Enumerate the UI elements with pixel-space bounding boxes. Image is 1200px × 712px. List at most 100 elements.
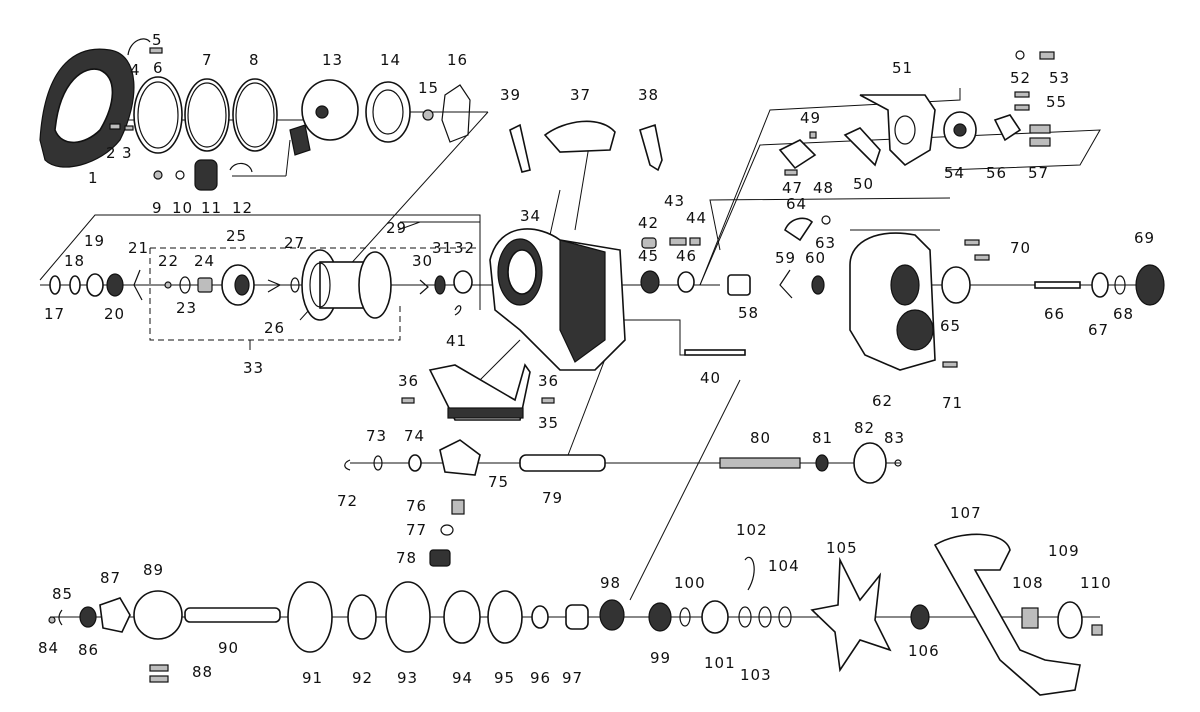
part-label: 23 bbox=[176, 299, 198, 317]
part-label: 110 bbox=[1080, 574, 1112, 592]
part-label: 2 bbox=[106, 144, 117, 162]
part-label: 58 bbox=[738, 304, 760, 322]
part-label: 35 bbox=[538, 414, 560, 432]
part-label: 17 bbox=[44, 305, 66, 323]
part-label: 93 bbox=[397, 669, 419, 687]
part-label: 86 bbox=[78, 641, 100, 659]
part-label: 25 bbox=[226, 227, 248, 245]
part-label: 63 bbox=[815, 234, 837, 252]
part-label: 51 bbox=[892, 59, 914, 77]
part-label: 20 bbox=[104, 305, 126, 323]
part-label: 67 bbox=[1088, 321, 1110, 339]
part-label: 59 bbox=[775, 249, 797, 267]
part-label: 43 bbox=[664, 192, 686, 210]
part-label: 55 bbox=[1046, 93, 1068, 111]
part-label: 27 bbox=[284, 234, 306, 252]
part-label: 47 bbox=[782, 179, 804, 197]
part-label: 107 bbox=[950, 504, 982, 522]
part-label: 36 bbox=[398, 372, 420, 390]
part-label: 70 bbox=[1010, 239, 1032, 257]
part-label: 26 bbox=[264, 319, 286, 337]
part-label: 36 bbox=[538, 372, 560, 390]
part-label: 6 bbox=[153, 59, 164, 77]
part-label: 96 bbox=[530, 669, 552, 687]
part-label: 83 bbox=[884, 429, 906, 447]
part-label: 41 bbox=[446, 332, 468, 350]
part-label: 39 bbox=[500, 86, 522, 104]
part-label: 44 bbox=[686, 209, 708, 227]
part-label: 68 bbox=[1113, 305, 1135, 323]
part-label: 75 bbox=[488, 473, 510, 491]
part-label: 13 bbox=[322, 51, 344, 69]
part-label: 30 bbox=[412, 252, 434, 270]
part-label: 19 bbox=[84, 232, 106, 250]
part-label: 105 bbox=[826, 539, 858, 557]
part-label: 77 bbox=[406, 521, 428, 539]
part-label: 57 bbox=[1028, 164, 1050, 182]
part-label: 66 bbox=[1044, 305, 1066, 323]
part-label: 84 bbox=[38, 639, 60, 657]
part-label: 40 bbox=[700, 369, 722, 387]
part-label: 45 bbox=[638, 247, 660, 265]
part-label: 109 bbox=[1048, 542, 1080, 560]
part-label: 82 bbox=[854, 419, 876, 437]
part-label: 29 bbox=[386, 219, 408, 237]
part-label: 92 bbox=[352, 669, 374, 687]
part-label: 99 bbox=[650, 649, 672, 667]
part-label: 18 bbox=[64, 252, 86, 270]
part-label: 11 bbox=[201, 199, 223, 217]
part-label: 90 bbox=[218, 639, 240, 657]
part-label: 8 bbox=[249, 51, 260, 69]
part-label: 42 bbox=[638, 214, 660, 232]
part-label: 54 bbox=[944, 164, 966, 182]
part-label: 102 bbox=[736, 521, 768, 539]
part-label: 64 bbox=[786, 195, 808, 213]
part-label: 48 bbox=[813, 179, 835, 197]
part-label: 3 bbox=[122, 144, 133, 162]
part-label: 100 bbox=[674, 574, 706, 592]
part-label: 73 bbox=[366, 427, 388, 445]
part-label: 81 bbox=[812, 429, 834, 447]
part-label: 32 bbox=[454, 239, 476, 257]
part-label: 49 bbox=[800, 109, 822, 127]
part-label: 103 bbox=[740, 666, 772, 684]
part-label: 15 bbox=[418, 79, 440, 97]
part-label: 37 bbox=[570, 86, 592, 104]
part-label: 88 bbox=[192, 663, 214, 681]
part-label: 31 bbox=[432, 239, 454, 257]
part-label: 69 bbox=[1134, 229, 1156, 247]
parts bbox=[39, 38, 1165, 696]
part-label: 10 bbox=[172, 199, 194, 217]
part-label: 78 bbox=[396, 549, 418, 567]
part-label: 34 bbox=[520, 207, 542, 225]
part-label: 72 bbox=[337, 492, 359, 510]
part-label: 87 bbox=[100, 569, 122, 587]
part-label: 62 bbox=[872, 392, 894, 410]
part-label: 80 bbox=[750, 429, 772, 447]
part-label: 52 bbox=[1010, 69, 1032, 87]
part-label: 33 bbox=[243, 359, 265, 377]
part-label: 24 bbox=[194, 252, 216, 270]
part-label: 14 bbox=[380, 51, 402, 69]
part-label: 104 bbox=[768, 557, 800, 575]
part-label: 60 bbox=[805, 249, 827, 267]
part-label: 74 bbox=[404, 427, 426, 445]
part-label: 91 bbox=[302, 669, 324, 687]
part-label: 22 bbox=[158, 252, 180, 270]
part-label: 16 bbox=[447, 51, 469, 69]
part-label: 9 bbox=[152, 199, 163, 217]
part-label: 95 bbox=[494, 669, 516, 687]
part-label: 89 bbox=[143, 561, 165, 579]
part-label: 50 bbox=[853, 175, 875, 193]
part-label: 46 bbox=[676, 247, 698, 265]
part-label: 98 bbox=[600, 574, 622, 592]
part-label: 97 bbox=[562, 669, 584, 687]
part-label: 106 bbox=[908, 642, 940, 660]
part-label: 101 bbox=[704, 654, 736, 672]
part-label: 1 bbox=[88, 169, 99, 187]
part-label: 85 bbox=[52, 585, 74, 603]
part-label: 108 bbox=[1012, 574, 1044, 592]
part-label: 79 bbox=[542, 489, 564, 507]
part-label: 5 bbox=[152, 31, 163, 49]
